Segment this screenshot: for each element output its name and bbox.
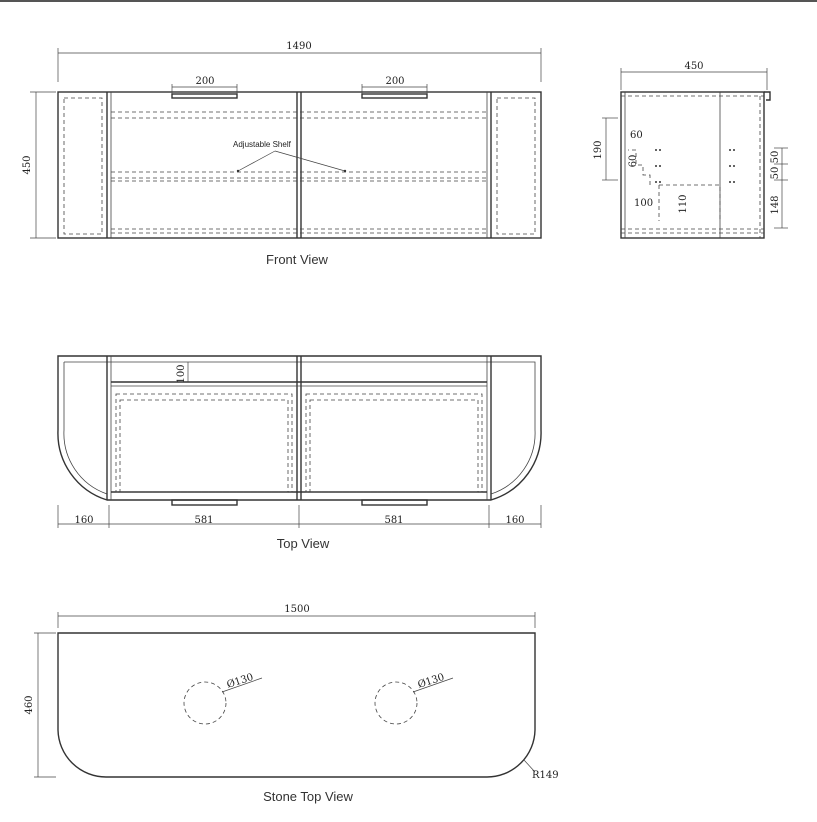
front-height-dim: 450 <box>22 155 33 174</box>
front-view-caption: Front View <box>266 252 329 267</box>
side-190-dim: 190 <box>593 140 604 159</box>
side-110-dim: 110 <box>678 194 689 213</box>
side-148-dim: 148 <box>770 195 781 214</box>
handle-right-dim: 200 <box>385 76 404 87</box>
stone-height-dim: 460 <box>24 695 35 714</box>
side-100-dim: 100 <box>634 198 653 209</box>
handle-left-dim: 200 <box>195 76 214 87</box>
adjustable-shelf-label: Adjustable Shelf <box>233 140 292 149</box>
hole-right-dim: Ø130 <box>417 672 446 691</box>
stone-radius-dim: R149 <box>532 770 559 781</box>
side-50a-dim: 50 <box>770 151 781 164</box>
top-160-left-dim: 160 <box>74 515 93 526</box>
top-160-right-dim: 160 <box>505 515 524 526</box>
top-581-right-dim: 581 <box>384 515 403 526</box>
top-view: 100 160 581 581 160 Top View <box>57 355 542 551</box>
top-100-dim: 100 <box>176 364 187 383</box>
side-50b-dim: 50 <box>770 167 781 180</box>
side-60a-dim: 60 <box>630 130 643 141</box>
hole-left-dim: Ø130 <box>226 672 255 691</box>
side-width-dim: 450 <box>684 61 703 72</box>
stone-width-dim: 1500 <box>284 604 309 615</box>
stone-top-view-caption: Stone Top View <box>263 789 353 804</box>
top-view-caption: Top View <box>277 536 330 551</box>
front-view: 1490 450 200 <box>22 41 542 267</box>
top-581-left-dim: 581 <box>194 515 213 526</box>
stone-top-view: 1500 460 Ø130 Ø130 R149 Stone Top View <box>24 604 559 804</box>
side-view: 450 190 60 60 100 110 50 <box>593 61 788 239</box>
side-60b-dim: 60 <box>628 155 639 168</box>
front-width-dim: 1490 <box>286 41 311 52</box>
